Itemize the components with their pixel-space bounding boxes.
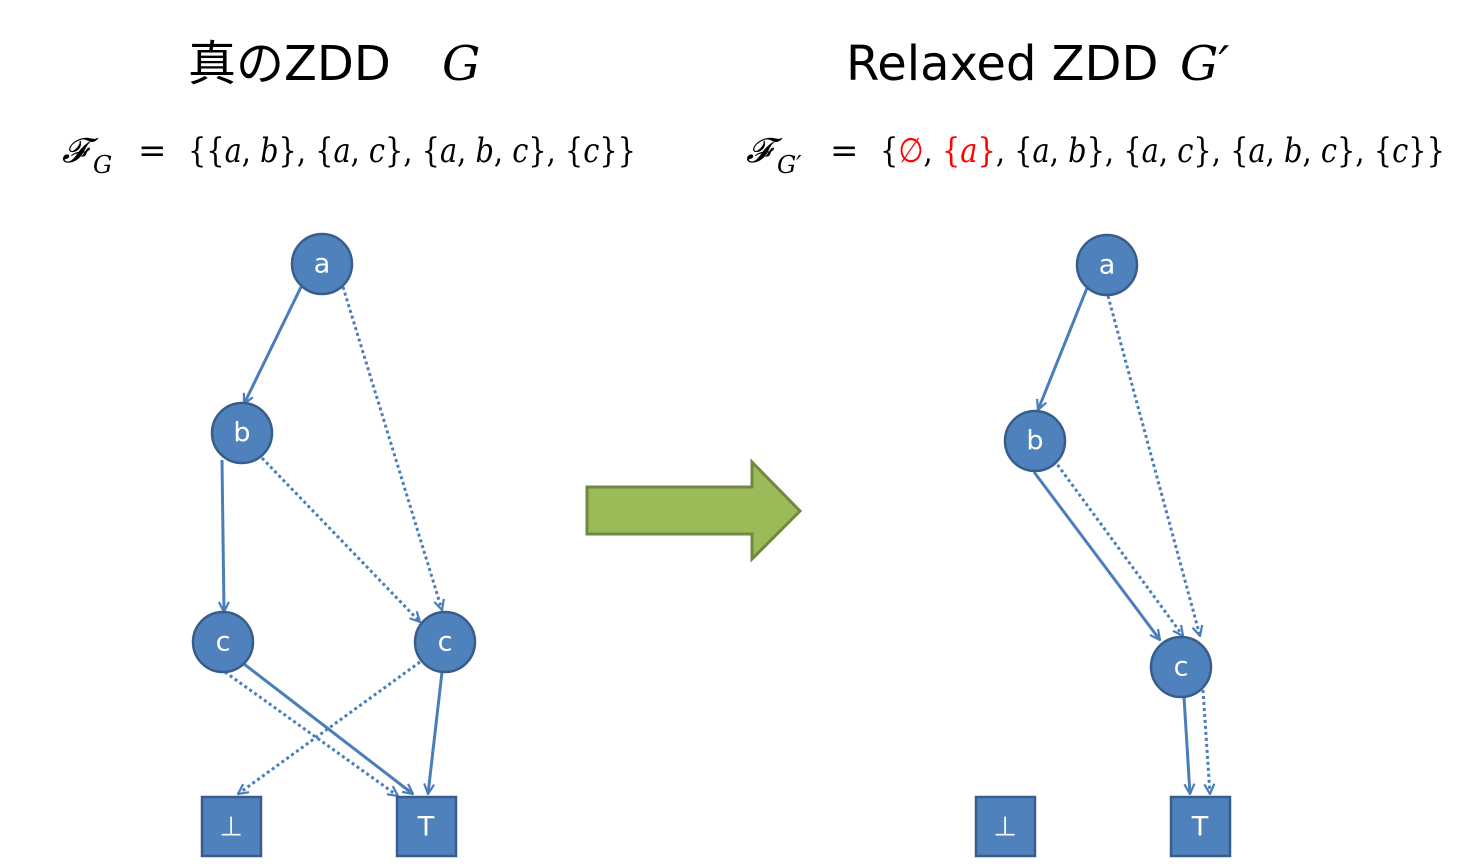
left-node-bottom-terminal: ⊥ [200,795,263,858]
node-label: T [1191,812,1209,843]
left-title-text: 真のZDD [188,36,391,92]
left-formula-rhs-part: b [475,131,493,171]
left-formula-rhs-part: }, { [279,131,334,171]
left-edge-c1-top-lo [224,670,398,796]
right-formula-rhs-part: }} [1408,131,1445,171]
right-node-bottom-terminal: ⊥ [974,795,1037,858]
left-formula-rhs-part: a [333,131,350,171]
left-node-c1: c [191,610,255,674]
node-label: a [314,249,331,280]
node-label: b [233,418,250,449]
left-edge-b-c2-lo [260,456,420,622]
right-formula-rhs-part: c [1177,131,1193,171]
left-formula-rhs-part: {{ [188,131,225,171]
right-formula-lhs-sub: G′ [777,151,802,179]
left-edge-c1-top-hi [243,662,413,794]
right-formula-rhs-part: { [942,131,960,171]
right-formula-rhs-part: b [1068,131,1086,171]
right-formula-eq: = [830,131,859,171]
right-arrow-icon [585,458,803,563]
right-edge-b-c-hi [1032,471,1160,640]
right-formula-rhs-part: , [1303,131,1321,171]
left-formula-rhs-part: , [494,131,512,171]
left-formula-rhs-part: a [225,131,242,171]
right-formula-rhs-part: , { [996,131,1033,171]
right-edge-c-top-hi [1182,696,1190,794]
right-formula-rhs-part: , [924,131,942,171]
left-edge-a-c2-lo [341,286,442,610]
left-formula-eq: = [138,131,167,171]
left-formula: 𝓕 G = {{a, b}, {a, c}, {a, b, c}, {c}} [62,131,636,179]
right-formula-rhs-part: c [1321,131,1337,171]
right-formula-rhs: {∅, {a}, {a, b}, {a, c}, {a, b, c}, {c}} [880,131,1445,171]
left-title: 真のZDD G [188,36,480,92]
right-formula-rhs-part: a [1033,131,1050,171]
right-title-text: Relaxed ZDD [846,36,1158,92]
right-edge-a-c-lo [1106,295,1200,636]
node-label: a [1099,250,1116,281]
right-formula-rhs-part: b [1284,131,1302,171]
right-formula-rhs-part: c [1392,131,1408,171]
right-formula-rhs-part: }, { [1193,131,1248,171]
node-label: c [216,627,231,658]
node-label: T [417,812,435,843]
right-formula-rhs-part: ∅ [898,131,923,171]
left-formula-rhs-part: , [242,131,260,171]
left-edge-c2-bot-lo [238,660,421,794]
left-node-b: b [210,401,274,465]
left-formula-rhs-part: , [457,131,475,171]
right-formula: 𝓕 G′ = {∅, {a}, {a, b}, {a, c}, {a, b, c… [746,131,1445,179]
right-title-var: G′ [1180,36,1229,92]
right-formula-rhs-part: a [1248,131,1265,171]
left-formula-rhs-part: c [583,131,599,171]
left-node-a: a [290,232,354,296]
node-label: ⊥ [219,812,243,843]
left-formula-rhs-part: c [512,131,528,171]
left-node-c2: c [413,610,477,674]
left-node-top-terminal: T [395,795,458,858]
right-formula-rhs-part: } [977,131,995,171]
left-title-var: G [442,36,480,92]
right-formula-rhs-part: a [1142,131,1159,171]
right-edge-c-top-lo [1201,689,1210,794]
node-label: b [1026,426,1043,457]
right-formula-rhs-part: , [1050,131,1068,171]
left-nodes: a b c c ⊥ T [191,232,477,858]
right-node-top-terminal: T [1169,795,1232,858]
node-label: c [438,627,453,658]
right-formula-rhs-part: , [1266,131,1284,171]
right-node-b: b [1003,409,1067,473]
left-formula-rhs-part: }, { [528,131,583,171]
left-edges [222,286,444,796]
node-label: ⊥ [993,812,1017,843]
right-node-a: a [1075,233,1139,297]
left-formula-rhs-part: a [440,131,457,171]
left-formula-rhs-part: c [369,131,385,171]
left-edge-b-c1-hi [222,459,224,612]
left-formula-lhs-sub: G [93,151,112,179]
right-nodes: a b c ⊥ T [974,233,1232,858]
right-edges [1032,287,1210,794]
right-formula-rhs-part: , [1159,131,1177,171]
left-formula-rhs: {{a, b}, {a, c}, {a, b, c}, {c}} [188,131,636,171]
left-edge-c2-top-hi [428,671,444,794]
right-formula-rhs-part: a [960,131,977,171]
left-formula-rhs-part: b [260,131,278,171]
right-formula-rhs-part: { [880,131,898,171]
node-label: c [1174,652,1189,683]
left-formula-rhs-part: }, { [385,131,440,171]
right-formula-rhs-part: }, { [1337,131,1392,171]
right-formula-rhs-part: }, { [1087,131,1142,171]
left-edge-a-b-hi [242,286,303,404]
right-edge-b-c-lo [1052,459,1183,636]
left-formula-rhs-part: , [351,131,369,171]
right-edge-a-b-hi [1038,287,1089,410]
left-formula-rhs-part: }} [599,131,636,171]
right-node-c: c [1149,635,1213,699]
right-title: Relaxed ZDD G′ [846,36,1229,92]
